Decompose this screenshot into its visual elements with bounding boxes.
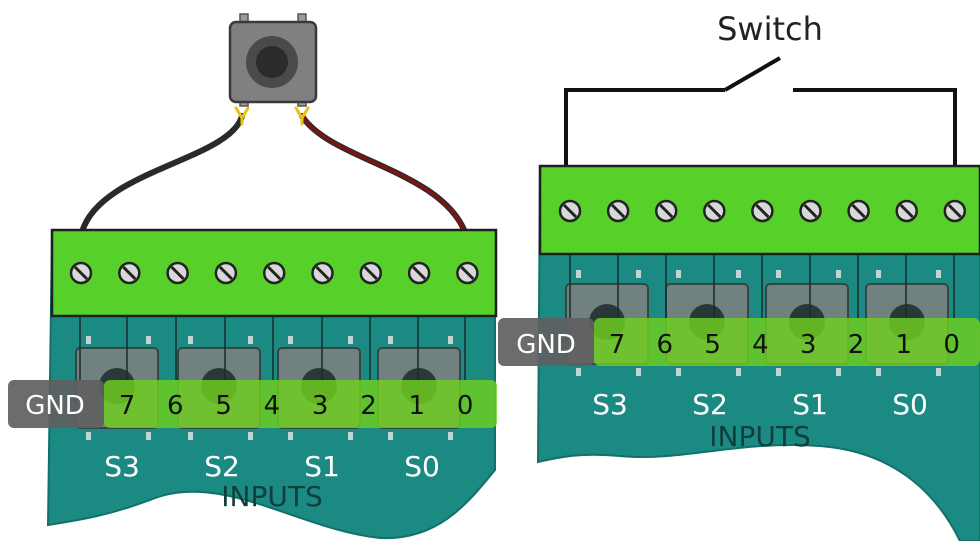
- terminal-screw: [558, 199, 582, 223]
- pin-label: 5: [704, 330, 721, 360]
- pin-label: 2: [848, 330, 865, 360]
- terminal-screw: [943, 199, 967, 223]
- pin-label: 7: [119, 391, 136, 421]
- pin-label: 7: [609, 330, 626, 360]
- terminal-screw: [118, 261, 141, 285]
- gnd-box-left: [8, 380, 104, 428]
- terminal-screw: [847, 199, 870, 223]
- switch-label: S2: [204, 450, 240, 483]
- terminal-screws-right: [558, 199, 967, 223]
- terminal-screw: [69, 261, 93, 285]
- right-diagram: Switch: [498, 10, 980, 541]
- wire-connector-right: [294, 106, 310, 126]
- pin-highlight-right: [594, 318, 980, 366]
- pin-label: 3: [800, 330, 817, 360]
- terminal-screw: [456, 261, 479, 285]
- terminal-screws-left: [69, 261, 479, 285]
- terminal-screw: [166, 261, 189, 285]
- switch-label: S0: [892, 388, 928, 421]
- gnd-box-right: [498, 318, 594, 366]
- board-label-right: INPUTS: [709, 420, 810, 453]
- pin-label: 4: [752, 330, 769, 360]
- pin-label: 0: [457, 391, 474, 421]
- red-wire: [299, 113, 468, 235]
- switch-label: S1: [304, 450, 340, 483]
- switch-label: Switch: [717, 10, 823, 48]
- terminal-screw: [407, 261, 431, 285]
- terminal-screw: [703, 199, 726, 223]
- terminal-screw: [359, 261, 383, 285]
- wire-connector-left: [234, 106, 250, 126]
- pin-label: 6: [657, 330, 674, 360]
- pin-highlight-left: [104, 380, 497, 428]
- gnd-label: GND: [516, 330, 576, 360]
- terminal-screw: [654, 199, 678, 223]
- terminal-screw: [311, 261, 334, 285]
- pin-label: 5: [215, 391, 232, 421]
- switch-label: S3: [104, 450, 140, 483]
- pin-label: 1: [896, 330, 913, 360]
- terminal-screw: [606, 199, 630, 223]
- board-label-left: INPUTS: [221, 480, 322, 513]
- pin-label: 6: [167, 391, 184, 421]
- terminal-screw: [214, 261, 238, 285]
- terminal-screw: [262, 261, 286, 285]
- switch-label: S0: [404, 450, 440, 483]
- pin-label: 3: [312, 391, 329, 421]
- left-diagram: GND 7 6 5 4 3 2 1 0 S3 S2 S1 S0 INPUTS: [8, 13, 498, 540]
- switch-symbol: [564, 56, 957, 166]
- pushbutton: [228, 13, 318, 107]
- pin-label: 2: [360, 391, 377, 421]
- black-wire: [79, 113, 245, 235]
- switch-label: S1: [792, 388, 828, 421]
- switch-label: S3: [592, 388, 628, 421]
- terminal-screw: [751, 199, 774, 223]
- switch-label: S2: [692, 388, 728, 421]
- pin-label: 0: [943, 330, 960, 360]
- gnd-label: GND: [25, 391, 85, 421]
- pin-label: 4: [264, 391, 281, 421]
- terminal-screw: [799, 199, 822, 223]
- pin-label: 1: [409, 391, 426, 421]
- terminal-screw: [895, 199, 918, 223]
